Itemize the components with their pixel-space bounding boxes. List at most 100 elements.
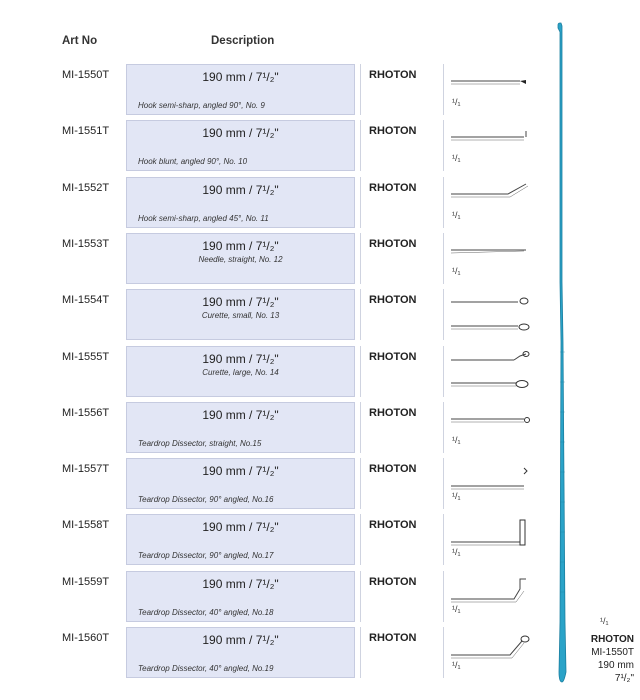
art-no-header: Art No <box>62 35 98 47</box>
brand-label: RHOTON <box>369 181 417 194</box>
column-divider <box>360 64 361 115</box>
teardrop-40-large-icon <box>451 635 530 659</box>
description-cell: 190 mm / 7¹/₂" Hook semi-sharp, angled 90… <box>126 64 355 115</box>
description-text: Teardrop Dissector, straight, No.15 <box>138 438 262 448</box>
product-row: MI-1552T 190 mm / 7¹/₂" Hook semi-sharp, a… <box>0 176 540 230</box>
bottom-brand: RHOTON <box>590 634 634 645</box>
brand-label: RHOTON <box>369 350 417 363</box>
brand-label: RHOTON <box>369 575 417 588</box>
description-text: Hook semi-sharp, angled 45°, No. 11 <box>138 213 269 223</box>
description-text: Curette, large, No. 14 <box>202 367 279 377</box>
brand-label: RHOTON <box>369 237 417 250</box>
instrument-photo <box>557 22 567 683</box>
hook-blunt-90-icon <box>451 131 527 141</box>
column-divider <box>443 232 444 284</box>
size-label: 190 mm / 7¹/₂" <box>202 520 279 535</box>
scale-label: ¹/₁ <box>452 547 461 558</box>
size-label: 190 mm / 7¹/₂" <box>202 351 279 366</box>
description-text: Needle, straight, No. 12 <box>198 254 283 264</box>
size-label: 190 mm / 7¹/₂" <box>202 70 279 84</box>
description-text: Teardrop Dissector, 90° angled, No.16 <box>138 495 274 505</box>
description-text: Curette, small, No. 13 <box>201 311 280 321</box>
curette-large-icon <box>451 350 530 388</box>
product-row: MI-1556T 190 mm / 7¹/₂"Teardrop Dissector… <box>0 401 540 455</box>
description-text: Hook semi-sharp, angled 90°, No. 9 <box>138 101 265 110</box>
column-divider <box>360 120 361 172</box>
product-row: MI-1554T 190 mm / 7¹/₂"Curette, small, No… <box>0 289 540 342</box>
art-no: MI-1551T <box>62 125 110 138</box>
description-cell: 190 mm / 7¹/₂" Hook semi-sharp, angled 45… <box>126 176 355 228</box>
column-divider <box>443 514 444 566</box>
column-divider <box>443 458 444 510</box>
size-label: 190 mm / 7¹/₂" <box>202 182 279 197</box>
hook-semi-sharp-45-icon <box>451 183 529 197</box>
curette-small-icon <box>451 297 530 331</box>
teardrop-90-icon <box>451 467 528 490</box>
product-row: MI-1559T 190 mm / 7¹/₂" Teardrop Dissector… <box>0 570 540 624</box>
scale-label: ¹/₁ <box>452 209 461 220</box>
scale-label: ¹/₁ <box>452 660 461 670</box>
product-row: MI-1560T 190 mm / 7¹/₂" Teardrop Dissector… <box>0 627 540 680</box>
scale-label: ¹/₁ <box>452 603 461 614</box>
column-divider <box>360 232 361 284</box>
art-no: MI-1559T <box>62 575 110 588</box>
description-text: Hook blunt, angled 90°, No. 10 <box>138 157 248 167</box>
column-divider <box>443 345 444 397</box>
art-no: MI-1557T <box>62 463 110 476</box>
column-divider <box>443 627 444 678</box>
column-divider <box>443 176 444 228</box>
description-text: Teardrop Dissector, 40° angled, No.18 <box>138 607 274 617</box>
column-divider <box>443 570 444 622</box>
size-label: 190 mm / 7¹/₂" <box>202 576 279 591</box>
brand-label: RHOTON <box>369 125 417 138</box>
description-cell: 190 mm / 7¹/₂" Teardrop Dissector, 40° an… <box>126 627 355 678</box>
art-no: MI-1552T <box>62 181 110 194</box>
product-row: MI-1551T 190 mm / 7¹/₂" Hook blunt, angled… <box>0 120 540 173</box>
teardrop-40-icon <box>451 578 526 602</box>
size-label: 190 mm / 7¹/₂" <box>202 238 279 253</box>
art-no: MI-1550T <box>62 69 110 81</box>
description-text: Teardrop Dissector, 40° angled, No.19 <box>138 664 274 673</box>
column-divider <box>360 176 361 228</box>
brand-label: RHOTON <box>369 463 417 476</box>
product-row: MI-1550T 190 mm / 7¹/₂" Hook semi-sharp, a… <box>0 64 540 117</box>
column-divider <box>360 627 361 678</box>
art-no: MI-1555T <box>62 350 110 363</box>
description-cell: 190 mm / 7¹/₂" Teardrop Dissector, 90° an… <box>126 458 355 510</box>
column-divider <box>360 458 361 510</box>
description-cell: 190 mm / 7¹/₂"Teardrop Dissector, straig… <box>126 401 355 453</box>
size-label: 190 mm / 7¹/₂" <box>202 295 279 310</box>
description-cell: 190 mm / 7¹/₂" Teardrop Dissector, 40° an… <box>126 570 355 622</box>
scale-label: ¹/₁ <box>452 491 461 502</box>
bottom-scale: ¹/₁ <box>600 616 609 626</box>
column-divider <box>443 64 444 115</box>
column-divider <box>443 401 444 453</box>
column-divider <box>360 570 361 622</box>
description-cell: 190 mm / 7¹/₂"Needle, straight, No. 12 <box>126 232 355 284</box>
size-label: 190 mm / 7¹/₂" <box>202 126 279 141</box>
brand-label: RHOTON <box>369 519 417 532</box>
teardrop-straight-icon <box>451 416 530 423</box>
brand-label: RHOTON <box>369 69 417 81</box>
description-cell: 190 mm / 7¹/₂"Curette, large, No. 14 <box>126 345 355 397</box>
description-header: Description <box>211 35 275 47</box>
column-divider <box>360 401 361 453</box>
brand-label: RHOTON <box>369 632 417 644</box>
description-cell: 190 mm / 7¹/₂"Curette, small, No. 13 <box>126 289 355 341</box>
art-no: MI-1554T <box>62 294 110 307</box>
art-no: MI-1560T <box>62 632 110 644</box>
bottom-art-no: MI-1550T <box>591 647 634 658</box>
size-label: 190 mm / 7¹/₂" <box>202 464 279 479</box>
column-divider <box>360 289 361 341</box>
scale-label: ¹/₁ <box>452 153 461 164</box>
size-label: 190 mm / 7¹/₂" <box>202 633 279 647</box>
product-row: MI-1557T 190 mm / 7¹/₂" Teardrop Dissector… <box>0 458 540 511</box>
art-no: MI-1556T <box>62 406 110 419</box>
product-row: MI-1555T 190 mm / 7¹/₂"Curette, large, No… <box>0 345 540 399</box>
bottom-size-mm: 190 mm <box>597 660 634 671</box>
column-divider <box>443 289 444 341</box>
scale-label: ¹/₁ <box>452 434 461 445</box>
column-divider <box>443 120 444 172</box>
